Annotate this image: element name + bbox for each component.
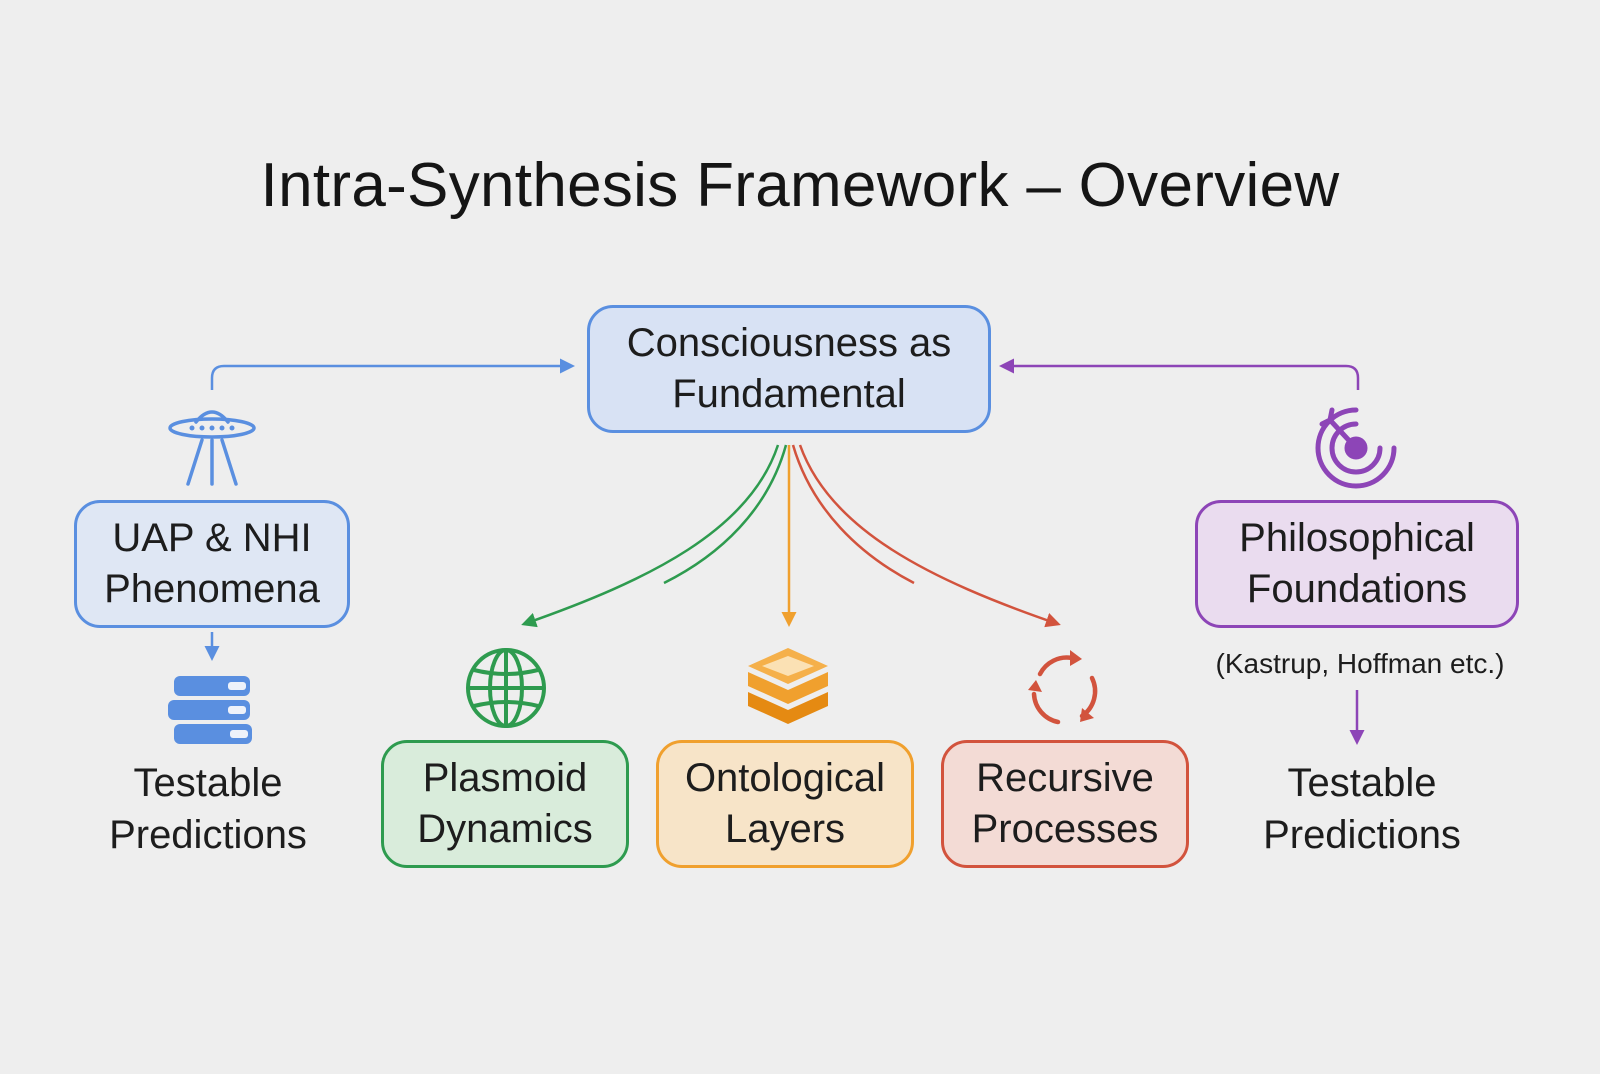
node-plasmoid-dynamics: Plasmoid Dynamics xyxy=(381,740,629,868)
node-label-line: Ontological xyxy=(684,756,886,800)
testable-predictions-right: Testable Predictions xyxy=(1212,757,1512,861)
node-label-line: Consciousness as xyxy=(626,321,952,365)
arrow-uap-to-core xyxy=(210,358,575,390)
node-label-line: Phenomena xyxy=(104,567,320,611)
books-icon xyxy=(168,676,252,744)
node-consciousness-fundamental: Consciousness as Fundamental xyxy=(587,305,991,433)
testable-predictions-left: Testable Predictions xyxy=(58,757,358,861)
arrow-core-to-recursive-trail xyxy=(791,444,915,585)
node-ontological-layers: Ontological Layers xyxy=(656,740,914,868)
arrow-core-to-plasmoid-trail xyxy=(663,444,788,585)
philosophical-note: (Kastrup, Hoffman etc.) xyxy=(1215,648,1505,679)
node-label-line: Philosophical xyxy=(1239,516,1475,560)
label-line: Predictions xyxy=(109,813,307,857)
node-label-line: Dynamics xyxy=(417,807,593,851)
node-label-line: Processes xyxy=(971,807,1159,851)
node-label-line: Layers xyxy=(724,807,846,851)
ufo-icon xyxy=(168,410,256,486)
node-label-line: Fundamental xyxy=(672,372,906,416)
label-line: Predictions xyxy=(1263,813,1461,857)
node-label-line: Recursive xyxy=(976,756,1154,800)
node-label-line: Plasmoid xyxy=(422,756,588,800)
node-philosophical-foundations: Philosophical Foundations xyxy=(1195,500,1519,628)
node-recursive-processes: Recursive Processes xyxy=(941,740,1189,868)
label-line: Testable xyxy=(133,761,283,805)
cycle-arrows-icon xyxy=(1028,650,1098,725)
node-label-line: UAP & NHI xyxy=(112,516,312,560)
target-icon xyxy=(1315,407,1397,489)
node-uap-nhi-phenomena: UAP & NHI Phenomena xyxy=(74,500,350,628)
globe-icon xyxy=(466,648,546,728)
arrow-core-to-plasmoid xyxy=(521,444,780,628)
layers-icon xyxy=(748,648,828,724)
diagram-title: Intra-Synthesis Framework – Overview xyxy=(260,151,1340,220)
arrow-philosophical-to-core xyxy=(999,358,1360,390)
label-line: Testable xyxy=(1287,761,1437,805)
arrow-core-to-recursive xyxy=(798,444,1061,628)
node-label-line: Foundations xyxy=(1246,567,1468,611)
